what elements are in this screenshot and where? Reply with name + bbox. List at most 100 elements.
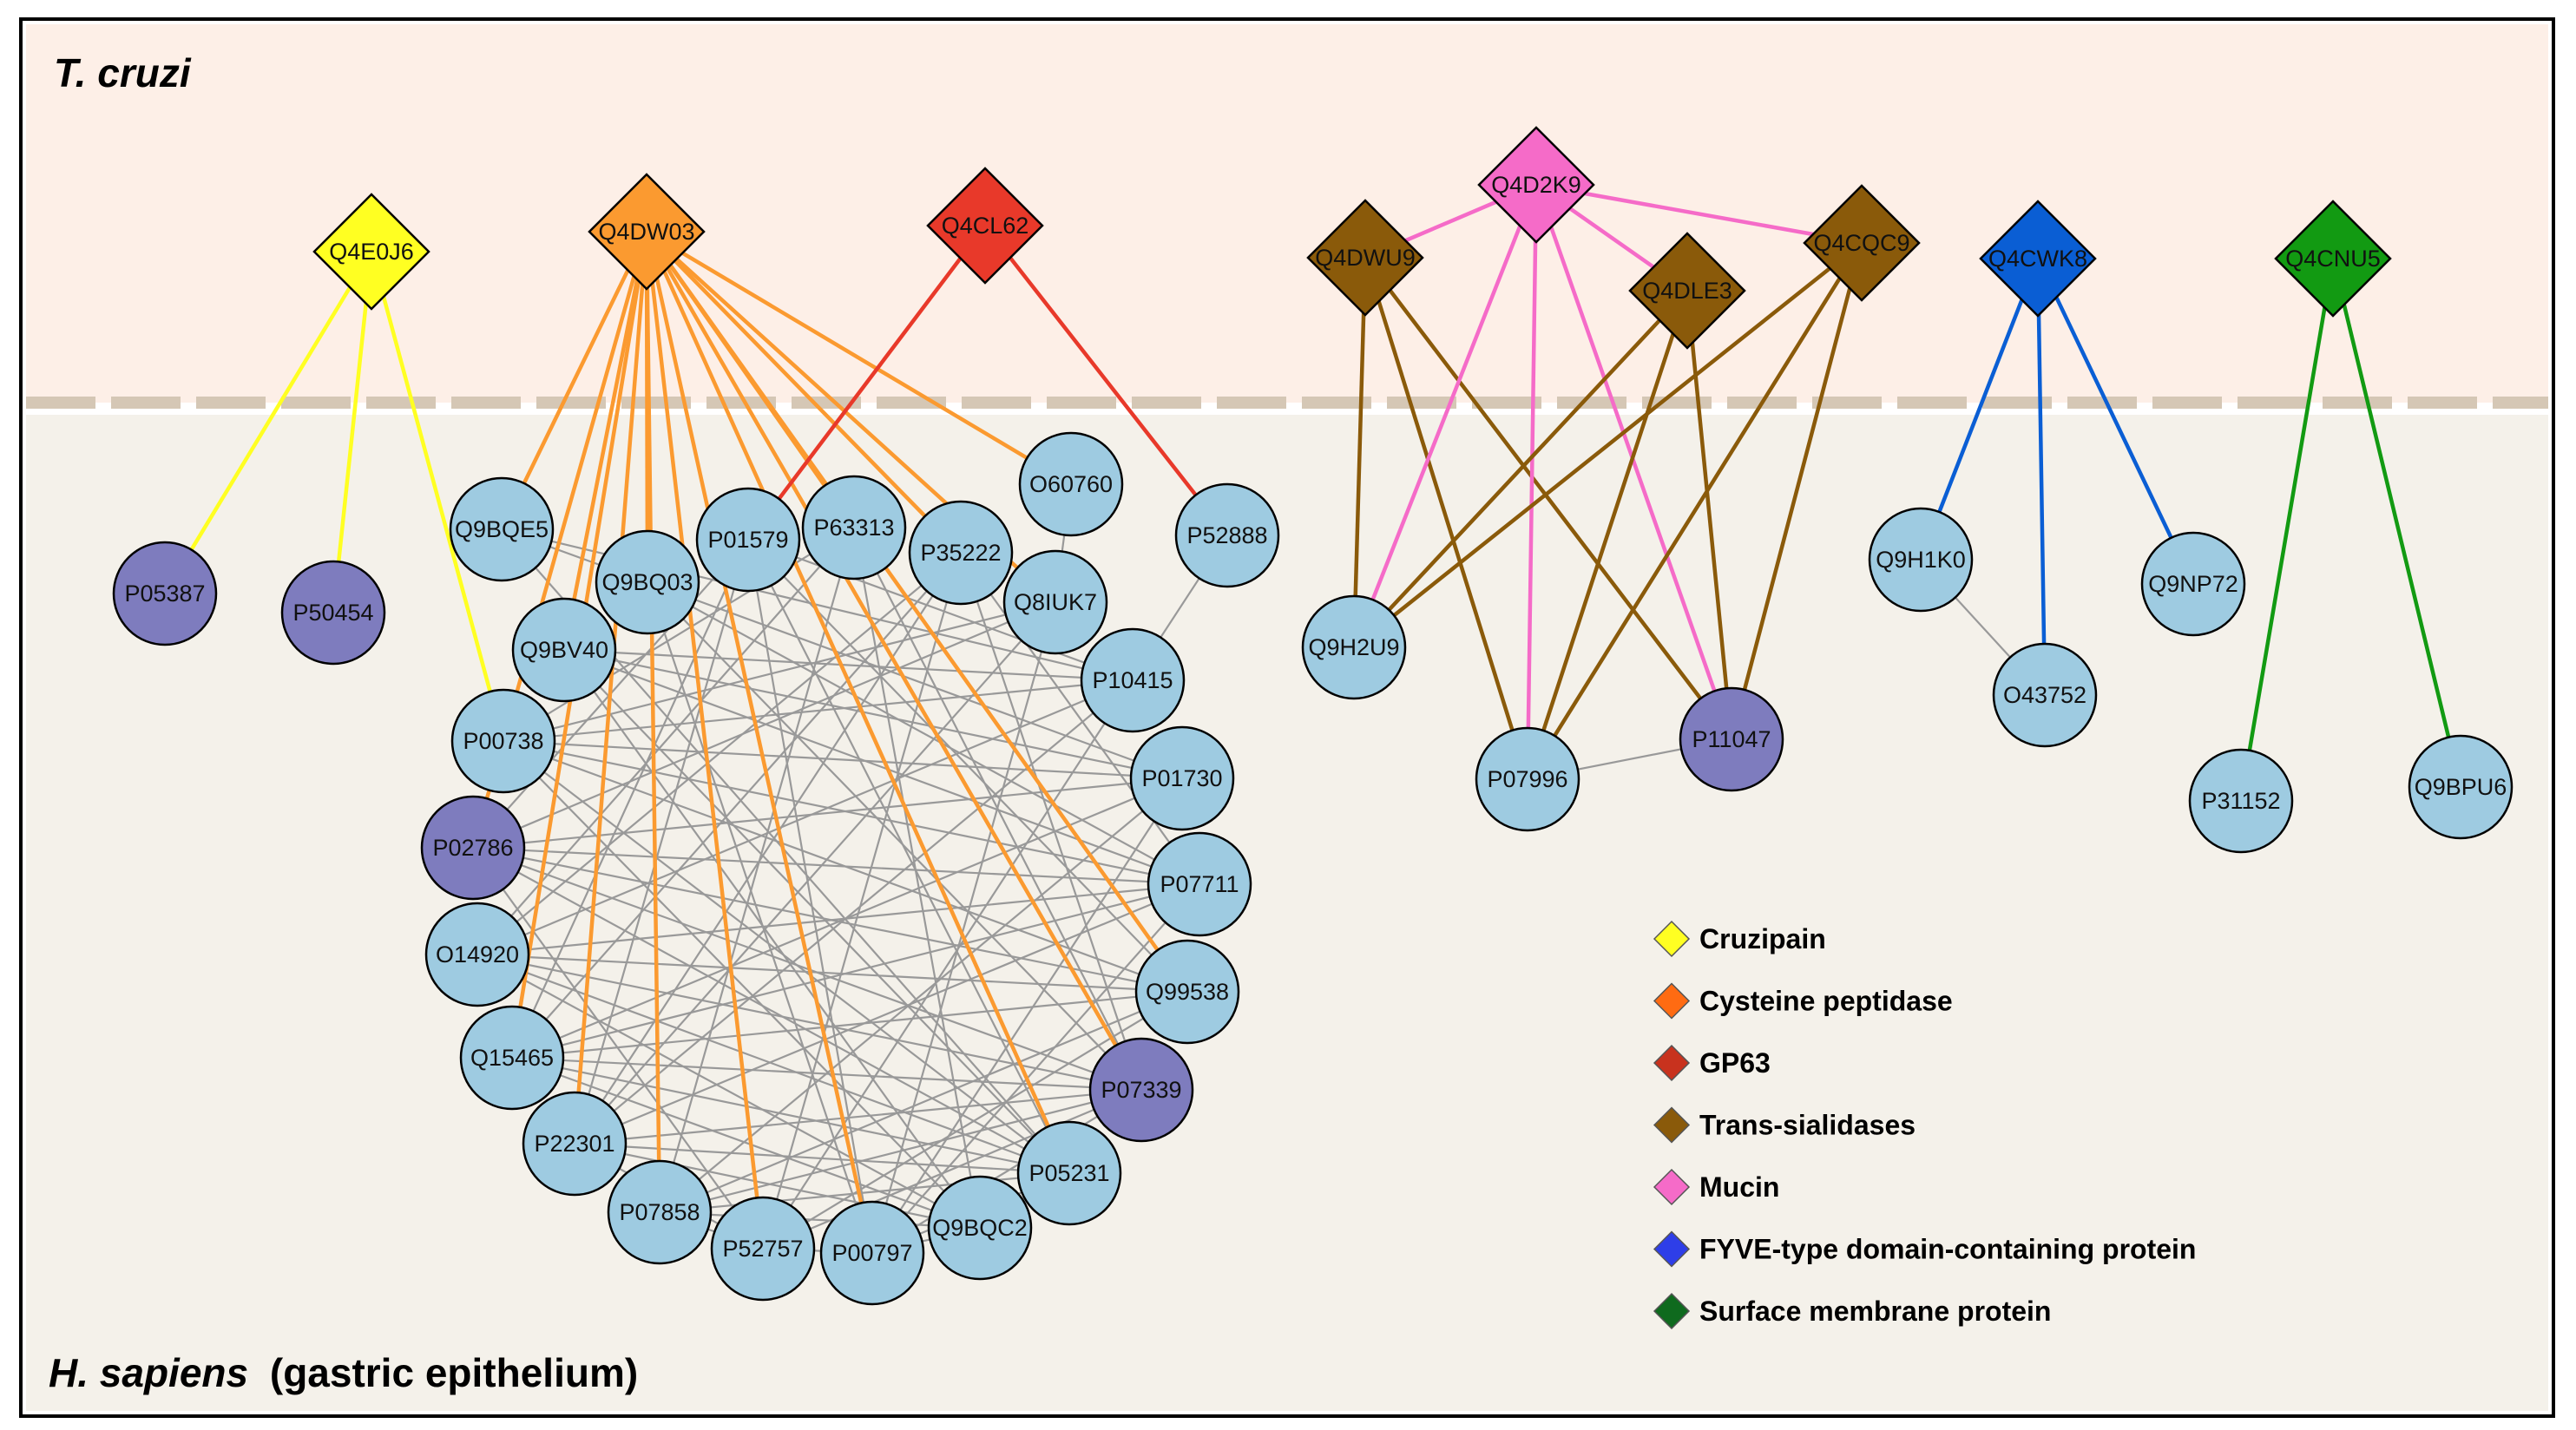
host-node-P07858[interactable]: P07858 (607, 1159, 713, 1265)
ppi-edge-O14920-P05231 (476, 953, 1070, 1175)
ppi-edge-P00738-Q9BQC2 (503, 740, 981, 1229)
host-node-circle (2188, 748, 2294, 854)
pathogen-node-label: Q4DLE3 (1642, 278, 1732, 304)
pathogen-node-diamond (1803, 184, 1921, 302)
pathogen-node-Q4CWK8[interactable]: Q4CWK8 (1979, 200, 2097, 318)
interaction-edge-Q4D2K9-P07996 (1525, 184, 1539, 780)
ppi-edge-P35222-P07711 (960, 552, 1200, 885)
host-node-circle (819, 1200, 925, 1306)
host-node-P01579[interactable]: P01579 (695, 487, 801, 593)
pathogen-node-Q4CQC9[interactable]: Q4CQC9 (1803, 184, 1921, 302)
pathogen-node-label: Q4D2K9 (1491, 172, 1581, 198)
host-node-P10415[interactable]: P10415 (1080, 627, 1186, 733)
host-node-label: P05387 (124, 581, 205, 607)
host-node-circle (424, 902, 530, 1007)
ppi-edge-P07339-P22301 (574, 1088, 1142, 1145)
host-node-P05231[interactable]: P05231 (1016, 1120, 1122, 1226)
pathogen-node-Q4E0J6[interactable]: Q4E0J6 (312, 193, 430, 311)
host-node-circle (2408, 734, 2514, 840)
pathogen-title: T. cruzi (54, 50, 192, 95)
host-node-label: Q9BV40 (520, 637, 608, 663)
ppi-edge-Q8IUK7-P02786 (472, 600, 1056, 849)
ppi-edge-P05231-P07858 (659, 1171, 1070, 1214)
host-node-P31152[interactable]: P31152 (2188, 748, 2294, 854)
ppi-edge-P22301-Q9BQC2 (574, 1142, 981, 1230)
pathogen-node-diamond (1477, 126, 1595, 244)
host-node-label: P00738 (463, 728, 543, 754)
host-node-P07996[interactable]: P07996 (1475, 726, 1580, 832)
legend-label: Cysteine peptidase (1699, 986, 1953, 1017)
ppi-edge-Q99538-P07858 (659, 990, 1188, 1214)
ppi-edge-Q15465-P07339 (511, 1056, 1142, 1092)
ppi-edge-Q9BQ03-P00797 (646, 581, 874, 1254)
host-node-Q9NP72[interactable]: Q9NP72 (2140, 531, 2246, 637)
host-node-label: P31152 (2201, 788, 2280, 814)
host-node-Q9BPU6[interactable]: Q9BPU6 (2408, 734, 2514, 840)
host-node-P07339[interactable]: P07339 (1088, 1037, 1194, 1143)
host-node-Q9BQC2[interactable]: Q9BQC2 (927, 1175, 1033, 1281)
host-node-P50454[interactable]: P50454 (280, 560, 386, 666)
host-node-Q9H2U9[interactable]: Q9H2U9 (1301, 594, 1407, 700)
host-node-P00797[interactable]: P00797 (819, 1200, 925, 1306)
ppi-edge-P01579-P05231 (747, 539, 1070, 1174)
host-node-P01730[interactable]: P01730 (1129, 725, 1235, 831)
interaction-edge-Q4CWK8-O43752 (2035, 258, 2047, 696)
ppi-edge-Q99538-Q15465 (511, 990, 1188, 1059)
interaction-edge-Q4CNU5-Q9BPU6 (2330, 258, 2463, 788)
host-node-P52757[interactable]: P52757 (710, 1196, 816, 1302)
host-node-circle (280, 560, 386, 666)
host-node-label: Q9BQE5 (455, 516, 549, 542)
host-node-Q99538[interactable]: Q99538 (1134, 939, 1240, 1045)
host-node-O43752[interactable]: O43752 (1992, 642, 2098, 748)
host-node-P63313[interactable]: P63313 (801, 475, 907, 581)
ppi-edge-P02786-P05231 (472, 847, 1070, 1174)
host-node-circle (695, 487, 801, 593)
pathogen-node-Q4DW03[interactable]: Q4DW03 (588, 173, 706, 291)
pathogen-node-label: Q4E0J6 (329, 239, 414, 265)
host-node-Q15465[interactable]: Q15465 (459, 1005, 565, 1111)
legend-swatch (1653, 1044, 1691, 1082)
ppi-edge-P01579-P00797 (746, 539, 874, 1254)
host-node-Q9BQ03[interactable]: Q9BQ03 (595, 529, 700, 635)
host-node-O14920[interactable]: O14920 (424, 902, 530, 1007)
host-node-Q8IUK7[interactable]: Q8IUK7 (1002, 549, 1108, 655)
interaction-edge-Q4DW03-P07858 (644, 231, 662, 1213)
host-node-Q9H1K0[interactable]: Q9H1K0 (1868, 507, 1974, 613)
host-node-Q9BV40[interactable]: Q9BV40 (511, 597, 617, 703)
host-node-label: Q9H2U9 (1308, 634, 1399, 660)
host-node-Q9BQE5[interactable]: Q9BQE5 (449, 476, 555, 582)
legend-label: Cruzipain (1699, 923, 1826, 954)
ppi-edge-Q9BV40-P07711 (563, 648, 1200, 886)
host-node-P35222[interactable]: P35222 (908, 500, 1014, 606)
host-node-O60760[interactable]: O60760 (1018, 431, 1124, 537)
pathogen-region (26, 24, 2548, 403)
pathogen-node-Q4DLE3[interactable]: Q4DLE3 (1628, 232, 1746, 350)
host-node-P52888[interactable]: P52888 (1174, 482, 1280, 588)
host-node-circle (449, 476, 555, 582)
ppi-edge-P01730-P02786 (472, 777, 1183, 849)
pathogen-node-Q4DWU9[interactable]: Q4DWU9 (1306, 199, 1424, 317)
interaction-edge-Q4DLE3-Q9H2U9 (1352, 289, 1689, 649)
pathogen-node-Q4CL62[interactable]: Q4CL62 (926, 167, 1044, 285)
ppi-edge-P63313-Q9BQC2 (852, 527, 982, 1229)
pathogen-node-Q4D2K9[interactable]: Q4D2K9 (1477, 126, 1595, 244)
host-node-P11047[interactable]: P11047 (1679, 686, 1784, 792)
pathogen-node-Q4CNU5[interactable]: Q4CNU5 (2274, 200, 2392, 318)
host-title: H. sapiens (gastric epithelium) (49, 1350, 638, 1395)
host-node-P00738[interactable]: P00738 (450, 688, 556, 794)
ppi-edge-Q9BV40-P10415 (563, 648, 1134, 682)
host-node-circle (511, 597, 617, 703)
host-node-P02786[interactable]: P02786 (420, 795, 526, 901)
host-node-P22301[interactable]: P22301 (522, 1091, 628, 1197)
host-node-label: P50454 (292, 600, 373, 626)
interaction-edge-Q4CQC9-P07996 (1526, 241, 1863, 781)
host-node-P05387[interactable]: P05387 (112, 541, 218, 646)
host-node-label: P35222 (920, 540, 1001, 566)
interaction-edge-Q4CQC9-P11047 (1729, 242, 1864, 740)
legend-item-1: Cysteine peptidase (1653, 982, 1953, 1020)
interaction-edge-Q4DWU9-Q9H2U9 (1351, 257, 1368, 648)
ppi-edge-Q9BQ03-P07711 (647, 581, 1200, 885)
host-node-label: P52757 (722, 1236, 803, 1262)
host-node-P07711[interactable]: P07711 (1147, 831, 1252, 937)
